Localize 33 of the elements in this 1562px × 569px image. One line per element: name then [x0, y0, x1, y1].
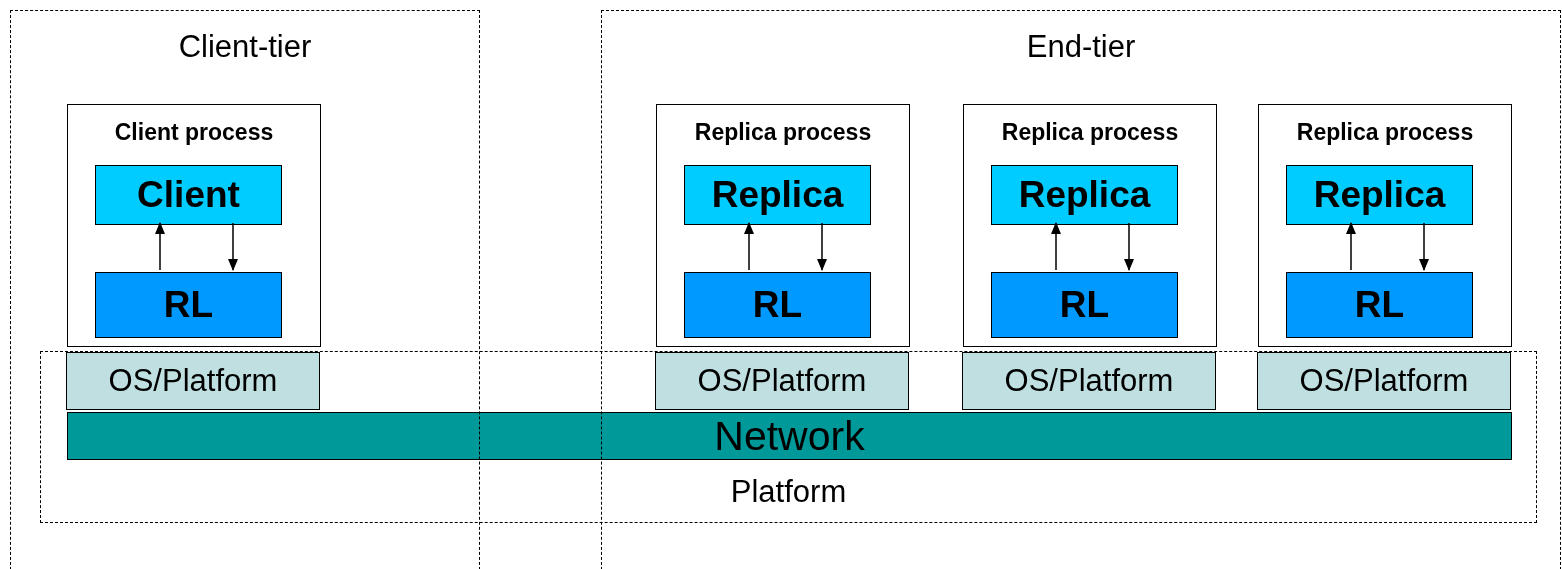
arrow — [1419, 222, 1429, 271]
arrow — [1051, 222, 1061, 271]
dashed-region — [40, 351, 1537, 523]
component-box: Replica — [1286, 165, 1473, 225]
arrow — [228, 222, 238, 271]
region-title: End-tier — [1025, 29, 1137, 65]
process-box — [963, 104, 1217, 347]
arrow — [744, 222, 754, 271]
platform-box: OS/Platform — [655, 352, 909, 410]
process-title: Replica process — [1295, 119, 1475, 146]
platform-box: OS/Platform — [66, 352, 320, 410]
component-box: RL — [95, 272, 282, 338]
process-box — [1258, 104, 1512, 347]
process-title: Client process — [113, 119, 275, 146]
component-box: RL — [1286, 272, 1473, 338]
region-title: Platform — [729, 474, 848, 510]
platform-box: OS/Platform — [1257, 352, 1511, 410]
arrow — [817, 222, 827, 271]
component-box: Replica — [991, 165, 1178, 225]
component-box: Replica — [684, 165, 871, 225]
process-box — [67, 104, 321, 347]
arrow — [1124, 222, 1134, 271]
process-box — [656, 104, 910, 347]
region-title: Client-tier — [177, 29, 313, 65]
process-title: Replica process — [1000, 119, 1180, 146]
component-box: RL — [991, 272, 1178, 338]
platform-box: OS/Platform — [962, 352, 1216, 410]
arrow — [1346, 222, 1356, 271]
component-box: Client — [95, 165, 282, 225]
component-box: RL — [684, 272, 871, 338]
network-bar: Network — [67, 412, 1512, 460]
arrow — [155, 222, 165, 271]
process-title: Replica process — [693, 119, 873, 146]
